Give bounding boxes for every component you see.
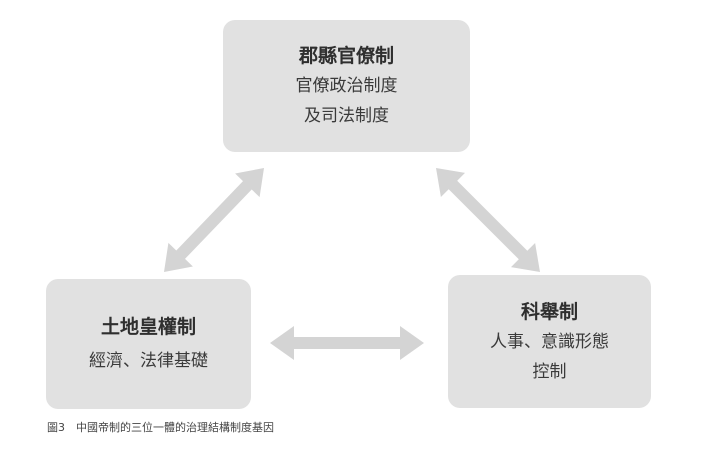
node-county-bureaucracy: 郡縣官僚制 官僚政治制度 及司法制度 [223,20,470,152]
node-title: 科舉制 [520,300,578,323]
node-title: 土地皇權制 [100,316,196,338]
node-line: 官僚政治制度 [295,76,398,96]
node-title: 郡縣官僚制 [298,45,394,67]
arrow-top-left [164,168,264,272]
node-line: 人事、意識形態 [490,331,609,352]
node-line: 及司法制度 [304,106,389,126]
arrow-left-right [270,326,424,360]
node-imperial-exam: 科舉制 人事、意識形態 控制 [448,275,651,408]
node-land-imperial-power: 土地皇權制 經濟、法律基礎 [46,279,251,409]
node-line: 經濟、法律基礎 [89,351,208,371]
figure-caption: 圖3 中國帝制的三位一體的治理結構制度基因 [47,421,274,434]
arrow-top-right [436,168,540,272]
node-line: 控制 [532,361,567,382]
